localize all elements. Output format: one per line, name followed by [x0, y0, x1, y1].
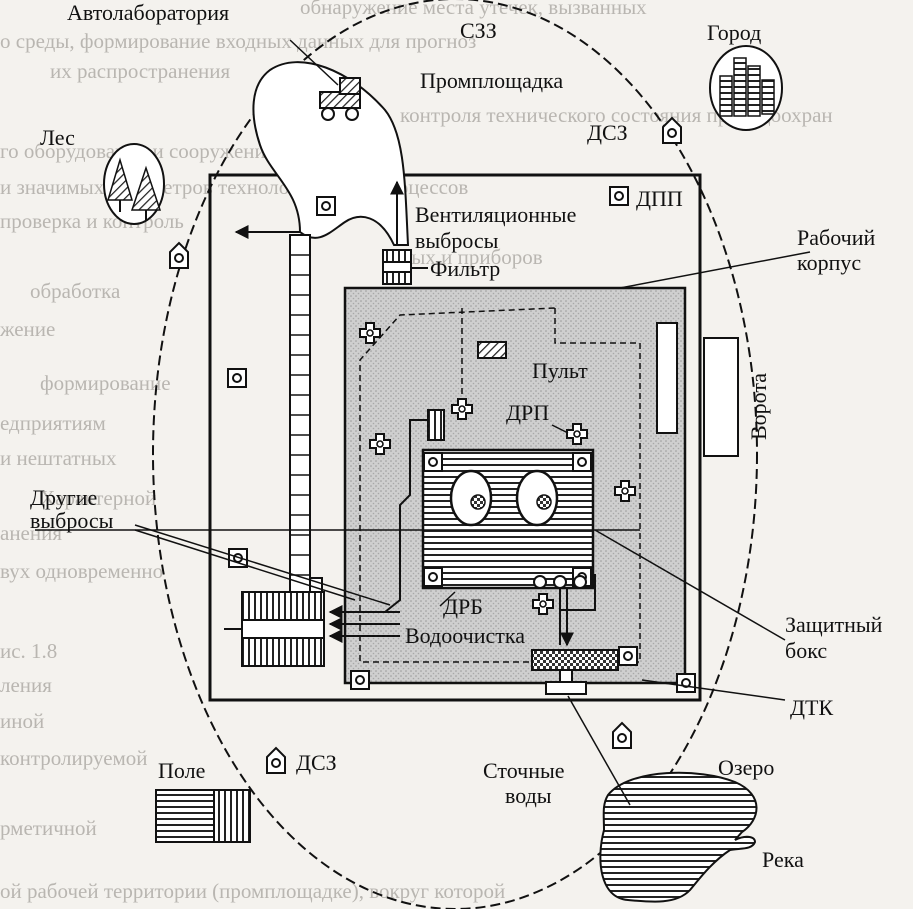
label-szz: СЗЗ — [460, 18, 497, 43]
bg-line: ой рабочей территории (промплощадке), во… — [0, 879, 505, 903]
square-detector — [350, 670, 370, 690]
label-dsz-top: ДСЗ — [587, 120, 628, 145]
side-box — [656, 322, 678, 434]
bg-line: ных и приборов — [400, 245, 543, 269]
square-detector — [227, 368, 247, 388]
house-detector — [612, 722, 632, 749]
szz-boundary — [152, 0, 758, 909]
label-dpp: ДПП — [636, 186, 683, 211]
label-gorod: Город — [707, 20, 761, 45]
dtk-sensor — [531, 649, 619, 671]
label-vorota: Ворота — [746, 373, 771, 440]
bg-line: проверка и контроль — [0, 209, 184, 233]
label-rabochiy2: корпус — [797, 250, 861, 275]
square-detector — [316, 196, 336, 216]
leader-lines — [35, 251, 811, 806]
square-detector — [676, 673, 696, 693]
bg-line: и нештатных — [0, 446, 117, 470]
protective-box — [421, 448, 595, 590]
label-dsz-bottom: ДСЗ — [296, 750, 337, 775]
label-drp: ДРП — [506, 400, 549, 425]
bg-line: обработка — [30, 279, 121, 303]
internal-zone-outline — [359, 307, 641, 663]
bg-line: Характерной — [40, 486, 156, 510]
bg-line: формирование — [40, 371, 171, 395]
forest-icon — [103, 143, 165, 225]
label-drugie1: Другие — [30, 485, 97, 510]
bg-line: о среды, формирование входных данных для… — [0, 29, 476, 53]
industrial-site-boundary — [208, 173, 702, 702]
valve-circles — [533, 575, 587, 647]
bg-line: ления — [0, 673, 52, 697]
label-drugie2: выбросы — [30, 508, 114, 533]
house-detector — [266, 747, 286, 774]
label-vent1: Вентиляционные — [415, 202, 576, 227]
bg-line: жение — [0, 317, 55, 341]
label-stochnye1: Сточные — [483, 758, 565, 783]
label-promploshchadka: Промплощадка — [420, 68, 563, 93]
label-drb: ДРБ — [443, 594, 483, 619]
outlet-pipe — [545, 669, 587, 695]
label-ozero: Озеро — [718, 755, 774, 780]
drain-pipe — [384, 419, 428, 613]
ventilation-plume — [252, 61, 410, 246]
lake-river — [599, 771, 758, 903]
bg-line: рметичной — [0, 816, 97, 840]
control-panel — [477, 341, 507, 359]
label-filtr: Фильтр — [430, 256, 500, 281]
label-avtolab: Автолаборатория — [67, 0, 229, 25]
label-pult: Пульт — [532, 358, 588, 383]
label-zashchitny2: бокс — [785, 638, 827, 663]
autolab-car-icon — [319, 77, 361, 121]
square-detector — [609, 186, 629, 206]
label-zashchitny1: Защитный — [785, 612, 883, 637]
square-detector — [618, 646, 638, 666]
label-vent2: выбросы — [415, 228, 499, 253]
label-les: Лес — [40, 125, 75, 150]
label-reka: Река — [762, 847, 804, 872]
labels: Автолаборатория СЗЗ Город Промплощадка Л… — [30, 0, 883, 872]
bg-line: иной — [0, 709, 44, 733]
vent-shaft — [289, 234, 323, 617]
water-arrows — [328, 605, 400, 643]
bg-line: их распространения — [50, 59, 231, 83]
label-pole: Поле — [158, 758, 205, 783]
filter — [382, 249, 428, 285]
label-dtk: ДТК — [790, 695, 833, 720]
field-icon — [155, 789, 251, 843]
autolab-pointer — [289, 39, 339, 86]
bg-line: ис. 1.8 — [0, 639, 57, 663]
bg-line: анения — [0, 521, 62, 545]
gate — [703, 337, 739, 457]
water-treatment-block — [224, 591, 325, 667]
city-icon — [709, 45, 783, 131]
drp-device — [427, 409, 445, 441]
bg-line: вух одновременно — [0, 559, 163, 583]
label-vodoochistka: Водоочистка — [405, 623, 525, 648]
bg-line: контролируемой — [0, 746, 148, 770]
bg-line: обнаружение места утечек, вызванных — [300, 0, 647, 19]
label-rabochiy1: Рабочий — [797, 225, 875, 250]
bg-line: едприятиям — [0, 411, 106, 435]
label-stochnye2: воды — [505, 783, 552, 808]
